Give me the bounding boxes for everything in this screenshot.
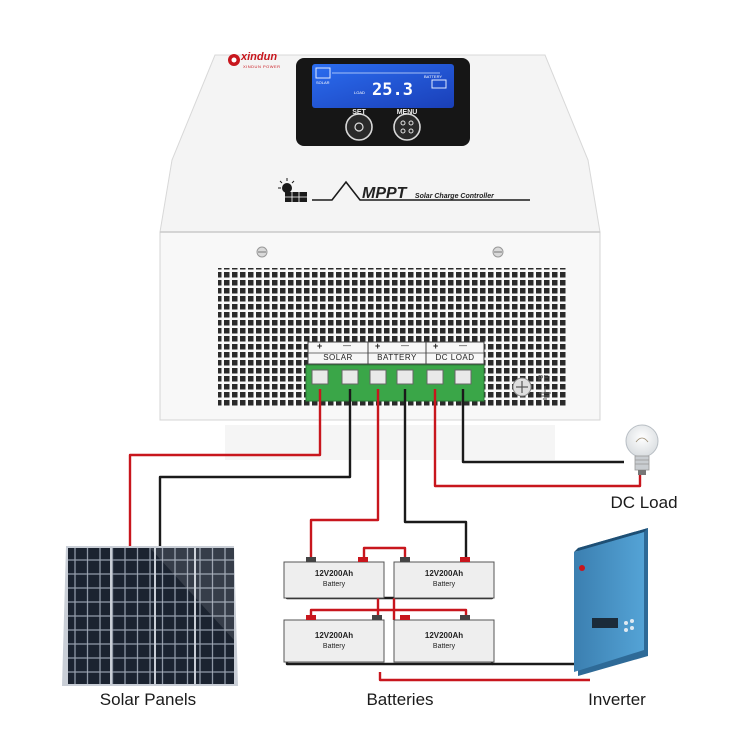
terminal-solar-plus: + bbox=[317, 341, 323, 351]
terminal-solar-label: SOLAR bbox=[323, 353, 353, 362]
terminal-battery-label: BATTERY bbox=[377, 353, 417, 362]
menu-button[interactable] bbox=[393, 113, 421, 141]
dc-load-caption: DC Load bbox=[610, 493, 678, 512]
battery-unit bbox=[393, 615, 495, 663]
lcd-solar-label: SOLAR bbox=[316, 80, 330, 85]
ground-symbol-icon bbox=[539, 386, 551, 400]
solar-panels-caption: Solar Panels bbox=[99, 690, 197, 709]
set-button[interactable] bbox=[345, 113, 373, 141]
battery-2-label: 12V200Ah Battery bbox=[394, 568, 494, 590]
mppt-curve-icon bbox=[312, 180, 530, 201]
battery-unit bbox=[283, 615, 385, 663]
display-panel bbox=[296, 58, 470, 146]
battery-name: Battery bbox=[322, 643, 346, 650]
lcd-load-label: LOAD bbox=[354, 90, 365, 95]
light-bulb-icon bbox=[625, 424, 659, 475]
battery-unit bbox=[283, 557, 385, 599]
sun-panel-icon bbox=[278, 178, 307, 202]
battery-bank bbox=[283, 557, 495, 663]
product-title: MPPT Solar Charge Controller bbox=[362, 185, 494, 203]
battery-spec: 12V200Ah bbox=[424, 569, 464, 578]
terminal-load-plus: + bbox=[433, 341, 439, 351]
battery-spec: 12V200Ah bbox=[314, 569, 354, 578]
inverter bbox=[574, 528, 648, 676]
lcd-screen bbox=[312, 64, 454, 108]
lcd-reading: 25.3 bbox=[372, 80, 413, 100]
brand-subtitle: XINDUN POWER bbox=[243, 64, 281, 69]
solar-panels bbox=[62, 546, 238, 686]
terminal-battery-minus: — bbox=[401, 341, 409, 350]
terminal-solar-minus: — bbox=[343, 341, 351, 350]
wires bbox=[128, 389, 642, 682]
terminal-screws bbox=[311, 369, 472, 385]
pe-label: PE bbox=[538, 374, 549, 383]
battery-name: Battery bbox=[322, 581, 346, 588]
terminal-load-minus: — bbox=[459, 341, 467, 350]
screw-icon bbox=[256, 246, 268, 258]
menu-button-label: MENU bbox=[396, 109, 418, 116]
brand-logo-icon bbox=[228, 54, 240, 66]
screw-icon bbox=[492, 246, 504, 258]
battery-3-label: 12V200Ah Battery bbox=[284, 630, 384, 652]
battery-unit bbox=[393, 557, 495, 599]
batteries-caption: Batteries bbox=[366, 690, 434, 709]
inverter-caption: Inverter bbox=[588, 690, 646, 709]
terminal-dc-load-label: DC LOAD bbox=[435, 353, 475, 362]
battery-spec: 12V200Ah bbox=[314, 631, 354, 640]
battery-name: Battery bbox=[432, 643, 456, 650]
mppt-subtitle: Solar Charge Controller bbox=[414, 193, 494, 200]
mppt-title: MPPT bbox=[362, 185, 407, 202]
set-button-label: SET bbox=[352, 109, 366, 116]
lcd-battery-label: BATTERY bbox=[424, 74, 443, 79]
terminal-battery-plus: + bbox=[375, 341, 381, 351]
battery-spec: 12V200Ah bbox=[424, 631, 464, 640]
charge-controller bbox=[159, 54, 601, 460]
brand-name: xindun bbox=[241, 51, 278, 63]
terminal-block bbox=[305, 364, 485, 402]
battery-1-label: 12V200Ah Battery bbox=[284, 568, 384, 590]
battery-4-label: 12V200Ah Battery bbox=[394, 630, 494, 652]
battery-name: Battery bbox=[432, 581, 456, 588]
ground-screw-icon bbox=[512, 377, 532, 397]
